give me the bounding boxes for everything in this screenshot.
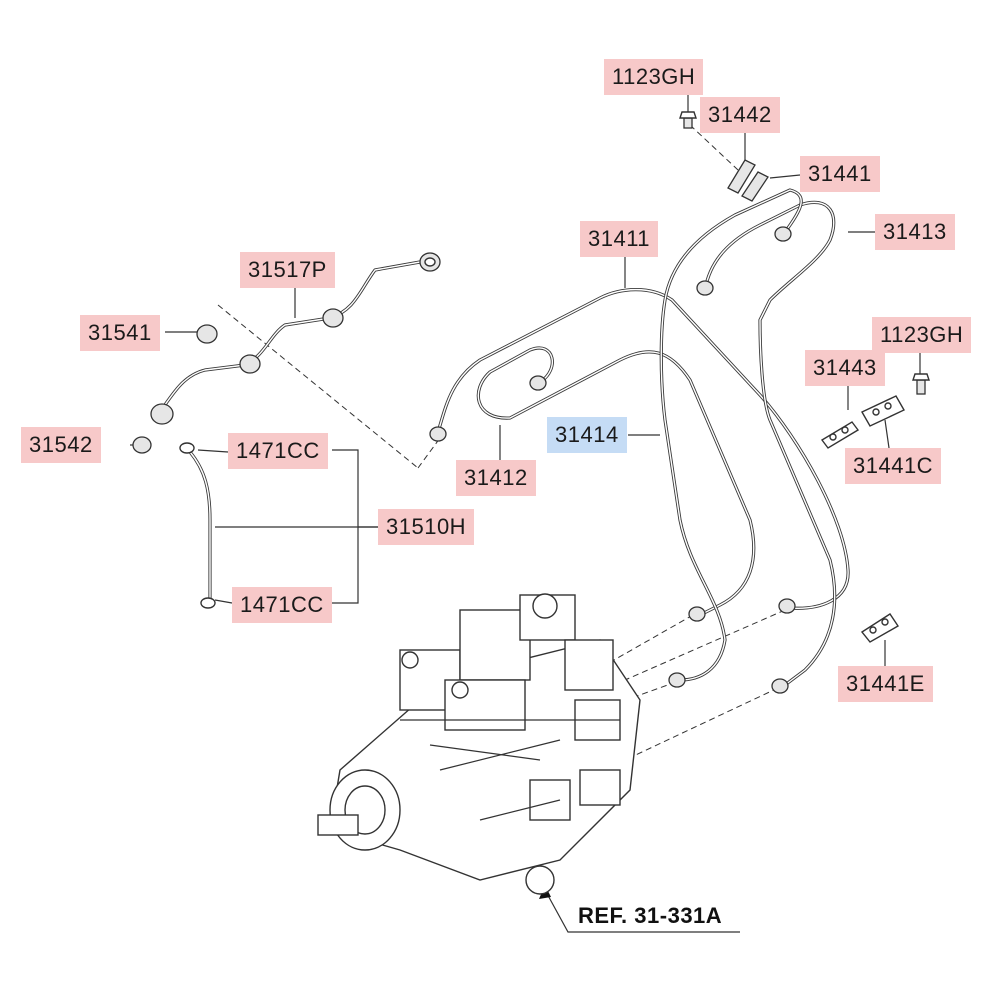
callout-1471cc-top[interactable]: 1471CC <box>228 433 328 469</box>
callout-31441e[interactable]: 31441E <box>838 666 933 702</box>
callout-31412[interactable]: 31412 <box>456 460 536 496</box>
pipe-fittings <box>132 226 796 694</box>
callout-1123gh-right[interactable]: 1123GH <box>872 317 972 353</box>
injection-pipes <box>158 188 850 687</box>
reference-label: REF. 31-331A <box>578 903 723 928</box>
callout-31414[interactable]: 31414 <box>547 417 627 453</box>
callout-31541[interactable]: 31541 <box>80 315 160 351</box>
injection-pump <box>317 593 641 895</box>
callout-31542[interactable]: 31542 <box>21 427 101 463</box>
callout-31442[interactable]: 31442 <box>700 97 780 133</box>
callout-31510h[interactable]: 31510H <box>378 509 475 545</box>
assembly-dash-lines <box>217 124 786 761</box>
callout-31441[interactable]: 31441 <box>800 156 880 192</box>
callout-31441c[interactable]: 31441C <box>845 448 942 484</box>
callout-1471cc-bottom[interactable]: 1471CC <box>232 587 332 623</box>
callout-31443[interactable]: 31443 <box>805 350 885 386</box>
callout-31411[interactable]: 31411 <box>580 221 659 257</box>
callout-31413[interactable]: 31413 <box>875 214 955 250</box>
callout-1123gh-top[interactable]: 1123GH <box>604 59 704 95</box>
clamps-and-bolts <box>679 111 930 643</box>
callout-31517p[interactable]: 31517P <box>240 252 335 288</box>
